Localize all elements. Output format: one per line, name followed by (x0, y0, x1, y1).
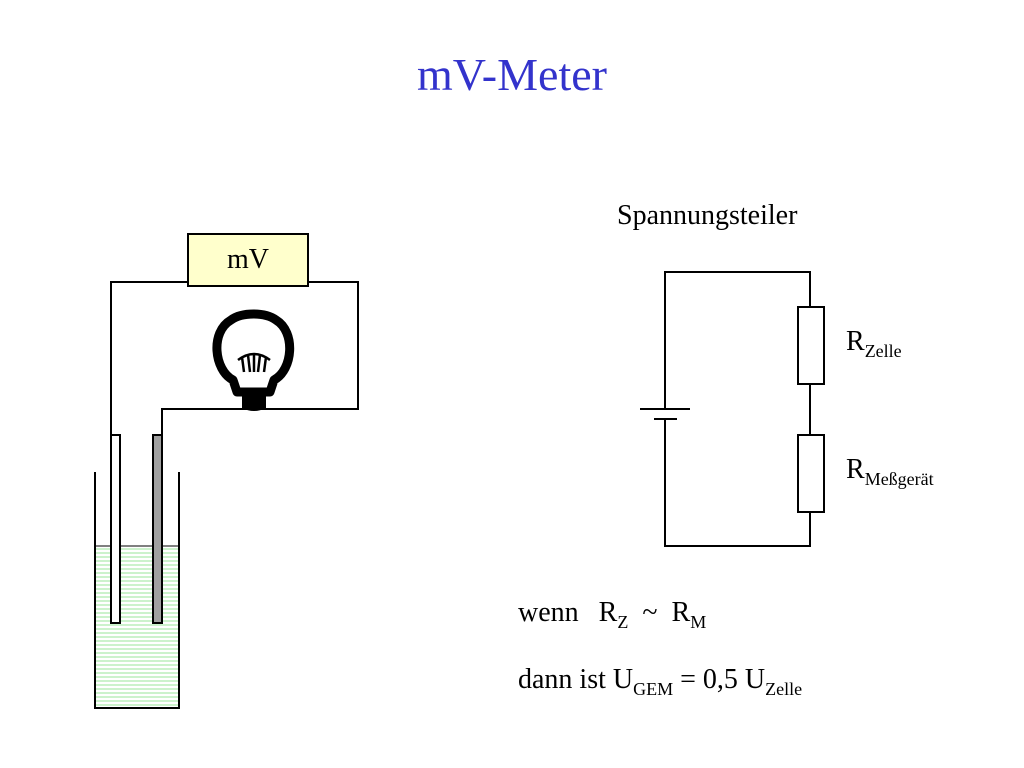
meter-label: mV (227, 244, 269, 275)
page-title: mV-Meter (417, 49, 607, 100)
electrode-right (152, 434, 163, 624)
resistor-cell (797, 306, 825, 385)
circuit-heading: Spannungsteiler (617, 200, 798, 231)
resistor-meter (797, 434, 825, 513)
millivolt-meter (187, 233, 309, 287)
resistor-cell-label: RZelle (846, 326, 902, 361)
electrode-left (110, 434, 121, 624)
condition-line-2: dann ist UGEM = 0,5 UZelle (518, 664, 803, 699)
resistor-meter-label: RMeßgerät (846, 454, 934, 489)
voltage-divider-circuit (640, 271, 811, 547)
beaker-liquid (95, 546, 179, 708)
beaker (94, 472, 180, 709)
beaker-walls (94, 472, 180, 709)
wires (110, 281, 359, 435)
light-bulb-icon (212, 309, 295, 411)
